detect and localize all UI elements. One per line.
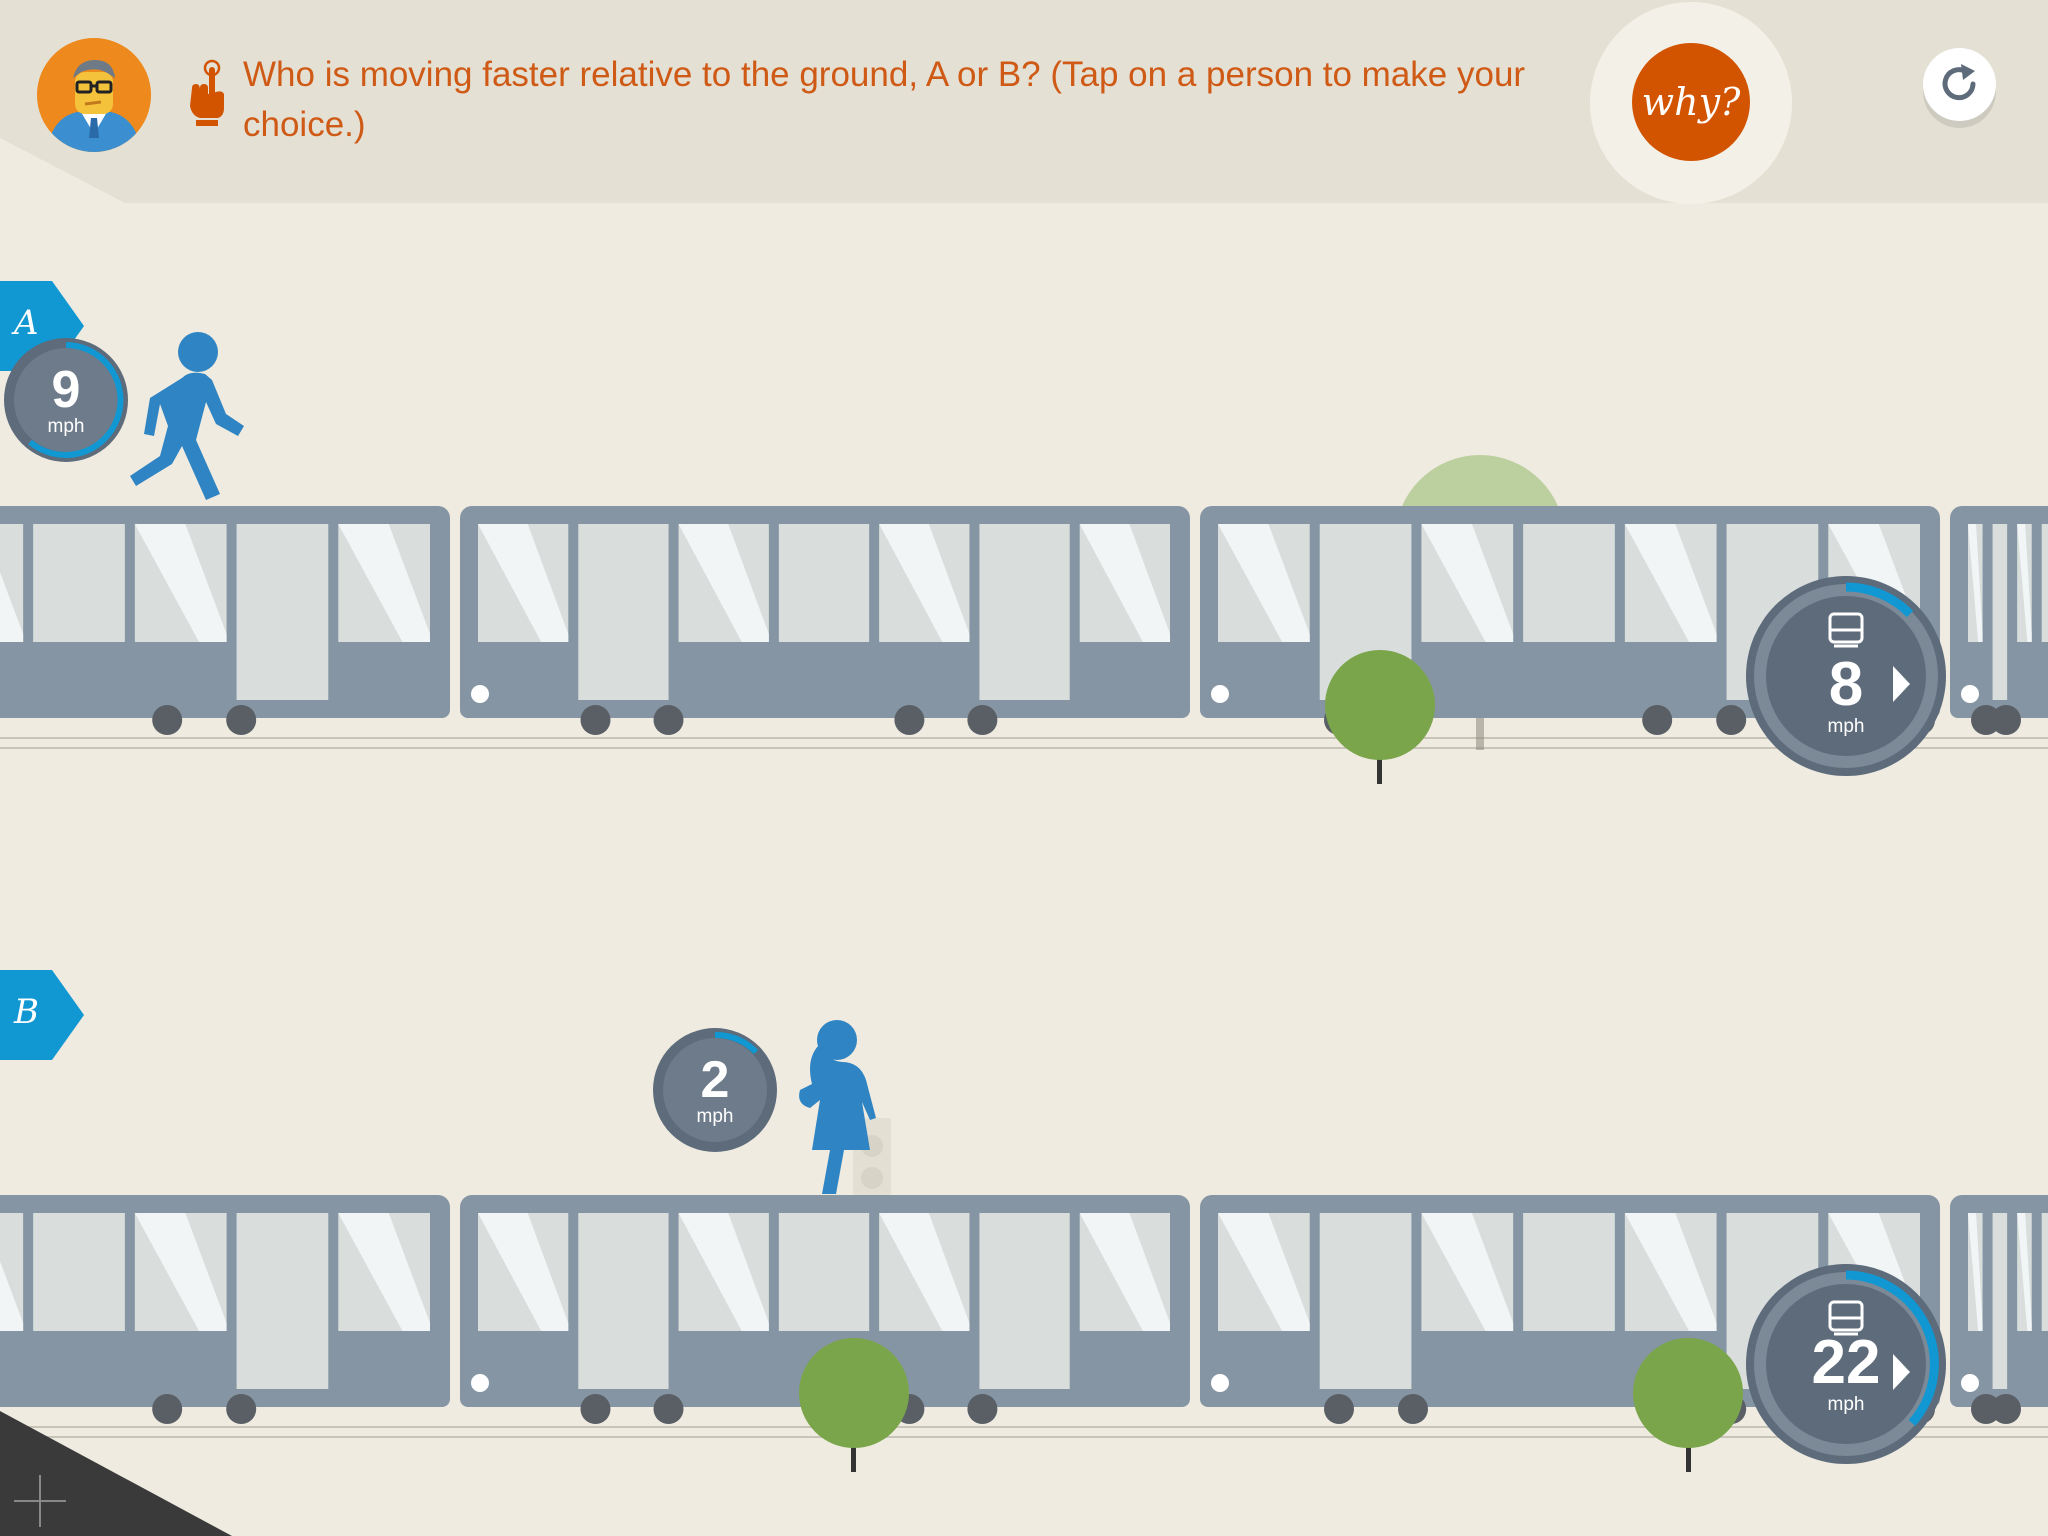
person-b-speed-value: 2 <box>700 1051 730 1109</box>
tram-b-speed-value: 22 <box>1811 1328 1881 1397</box>
tram-a-speed-unit: mph <box>1827 716 1865 737</box>
tram-a <box>0 506 2048 735</box>
person-b-speed-unit: mph <box>696 1106 734 1127</box>
corner-control[interactable] <box>0 1411 240 1536</box>
person-b-speed-dial <box>653 1028 777 1152</box>
tap-hand-icon <box>186 58 230 128</box>
tram-car <box>460 1195 1190 1424</box>
play-arrow-icon <box>1893 1354 1910 1390</box>
tram-car <box>0 1195 450 1424</box>
row-b-tag: B <box>0 970 86 1060</box>
tram-b-speed-dial <box>1746 1264 1946 1464</box>
header-band <box>0 0 2048 203</box>
tram-b-speed-unit: mph <box>1827 1394 1865 1415</box>
reset-button[interactable] <box>1923 48 1996 121</box>
standing-woman-icon[interactable] <box>799 1020 876 1194</box>
scene-a: 9 mph 8 mph <box>0 330 2048 800</box>
play-arrow-icon <box>1893 666 1910 702</box>
tram-car <box>1885 506 2048 735</box>
tram-car <box>0 506 450 735</box>
person-a-speed-dial <box>4 338 128 462</box>
tram-icon <box>1828 612 1864 648</box>
tram-a-speed-value: 8 <box>1828 650 1864 719</box>
row-a-label: A <box>14 303 39 343</box>
person-a-speed-unit: mph <box>47 416 85 437</box>
foreground-tree <box>1325 650 1435 784</box>
reset-arrow-icon <box>1942 64 1976 101</box>
professor-avatar-icon <box>37 38 151 152</box>
foreground-tree <box>799 1338 1743 1472</box>
person-a-speed-value: 9 <box>51 361 81 419</box>
scene-b: 2 mph 22 mph <box>0 1020 2048 1520</box>
why-button[interactable]: why? <box>1632 43 1750 161</box>
tram-a-speed-dial <box>1746 576 1946 776</box>
walking-man-icon[interactable] <box>130 332 244 500</box>
row-b-label: B <box>14 992 39 1032</box>
question-prompt: Who is moving faster relative to the gro… <box>243 55 1526 144</box>
tram-car <box>460 506 1190 735</box>
tram-icon <box>1828 1300 1864 1336</box>
